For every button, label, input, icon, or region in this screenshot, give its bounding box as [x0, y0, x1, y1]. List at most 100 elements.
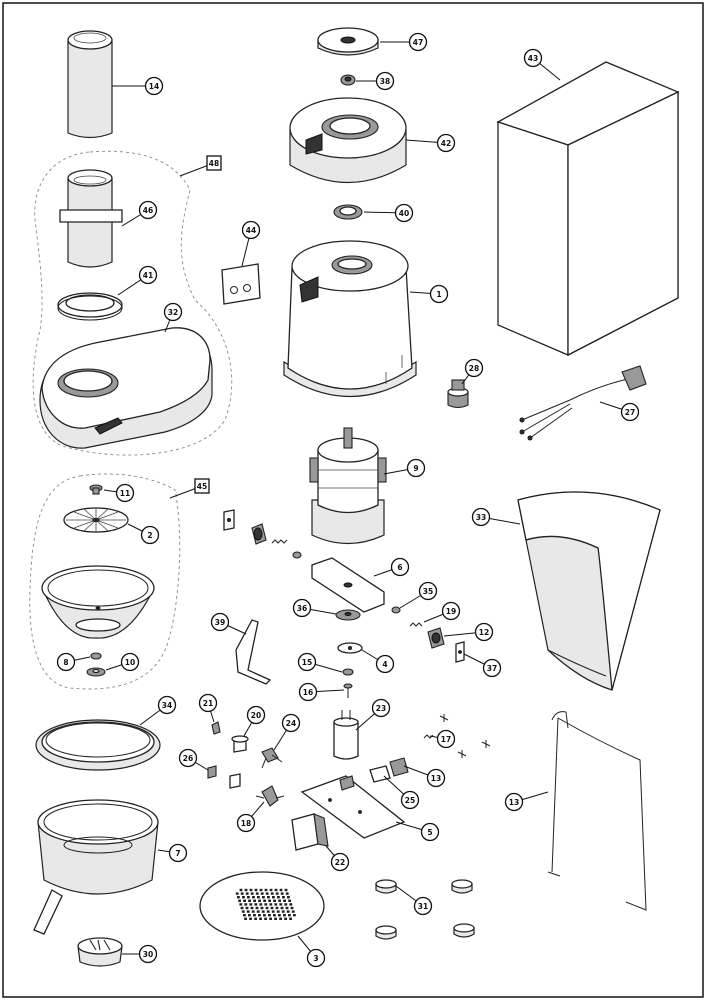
part-bracket-37	[455, 641, 465, 663]
callout-marker	[375, 654, 395, 674]
callout-number: 26	[183, 754, 193, 763]
part-gasket-ring-34	[35, 719, 161, 771]
callout-marker	[157, 695, 177, 715]
part-microswitch-13	[389, 757, 409, 777]
callout-number: 24	[286, 719, 296, 728]
vent-hole	[252, 896, 255, 899]
callout-43: 43	[523, 48, 561, 81]
callout-2: 2	[127, 523, 160, 545]
vent-hole	[290, 906, 294, 910]
callout-18: 18	[236, 801, 265, 833]
vent-hole	[283, 899, 286, 902]
part-spring-19	[409, 622, 423, 627]
vent-hole	[269, 888, 273, 892]
vent-hole	[253, 899, 256, 902]
vent-hole	[244, 903, 248, 906]
callout-number: 22	[335, 858, 345, 867]
vent-hole	[275, 906, 279, 910]
part-bushing-20	[231, 735, 249, 753]
callout-marker	[482, 658, 502, 678]
vent-hole	[249, 888, 253, 892]
vent-hole	[246, 910, 250, 913]
vent-hole	[263, 899, 266, 902]
part-nut-15	[342, 668, 354, 676]
callout-22: 22	[325, 845, 350, 872]
callout-number: 14	[149, 82, 159, 91]
vent-hole	[264, 903, 268, 906]
vent-hole	[277, 896, 280, 899]
vent-hole	[289, 917, 292, 920]
vent-hole	[267, 896, 270, 899]
callout-25: 25	[383, 775, 420, 810]
callout-number: 2	[147, 531, 152, 540]
callout-marker	[408, 32, 428, 52]
callout-number: 42	[441, 139, 451, 148]
part-spring-17b	[439, 714, 449, 722]
callout-number: 45	[197, 482, 207, 491]
callout-marker	[429, 284, 449, 304]
vent-hole	[281, 910, 285, 913]
callout-number: 36	[297, 604, 307, 613]
callout-4: 4	[361, 649, 395, 674]
part-foot-d	[453, 923, 475, 938]
callout-marker	[138, 265, 158, 285]
callout-11: 11	[103, 483, 135, 503]
part-washer-35	[391, 606, 401, 614]
callout-42: 42	[405, 133, 456, 153]
vent-hole	[284, 903, 288, 906]
group-outline-45	[29, 473, 181, 690]
part-clip-39	[235, 619, 272, 685]
callout-number: 6	[397, 563, 402, 572]
vent-hole	[256, 910, 260, 913]
part-juice-container	[33, 799, 159, 935]
vent-hole	[291, 910, 295, 913]
vent-hole	[260, 906, 264, 910]
callout-number: 44	[246, 226, 256, 235]
vent-hole	[278, 914, 281, 917]
callout-number: 43	[528, 54, 538, 63]
vent-hole	[258, 899, 261, 902]
part-power-cord	[519, 365, 647, 441]
vent-hole	[239, 888, 243, 892]
callout-32: 32	[163, 302, 183, 333]
callout-35: 35	[399, 581, 438, 609]
part-nut-10	[86, 667, 106, 677]
vent-hole	[284, 917, 287, 920]
vent-hole	[243, 899, 246, 902]
part-feed-chute	[59, 169, 123, 268]
callout-34: 34	[139, 695, 177, 726]
part-bushing-small	[229, 773, 241, 789]
vent-hole	[293, 914, 296, 917]
vent-hole	[279, 888, 283, 892]
callout-marker	[413, 896, 433, 916]
callout-number: 8	[63, 658, 68, 667]
part-filter-bowl	[41, 565, 155, 639]
vent-hole	[282, 896, 285, 899]
callout-marker	[281, 713, 301, 733]
callout-number: 30	[143, 950, 153, 959]
callout-6: 6	[373, 557, 410, 577]
callout-marker	[418, 581, 438, 601]
part-top-cap	[317, 27, 379, 56]
vent-hole	[248, 899, 251, 902]
vent-hole	[257, 896, 260, 899]
part-pin-21	[211, 721, 221, 735]
vent-hole	[270, 906, 274, 910]
callout-number: 1	[436, 290, 441, 299]
callout-24: 24	[273, 713, 301, 751]
callout-marker	[474, 622, 494, 642]
vent-hole	[271, 910, 275, 913]
part-plate-44	[221, 263, 261, 305]
part-bushing-a	[251, 523, 267, 545]
part-spring-17d	[481, 740, 491, 748]
vent-hole	[272, 896, 275, 899]
callout-marker	[140, 525, 160, 545]
callout-number: 18	[241, 819, 251, 828]
callout-37: 37	[463, 653, 502, 678]
callout-number: 5	[427, 828, 432, 837]
callout-marker	[210, 612, 230, 632]
part-foot-a	[375, 879, 397, 894]
vent-hole	[255, 906, 259, 910]
vent-hole	[242, 896, 245, 899]
part-pin-26	[207, 765, 217, 779]
